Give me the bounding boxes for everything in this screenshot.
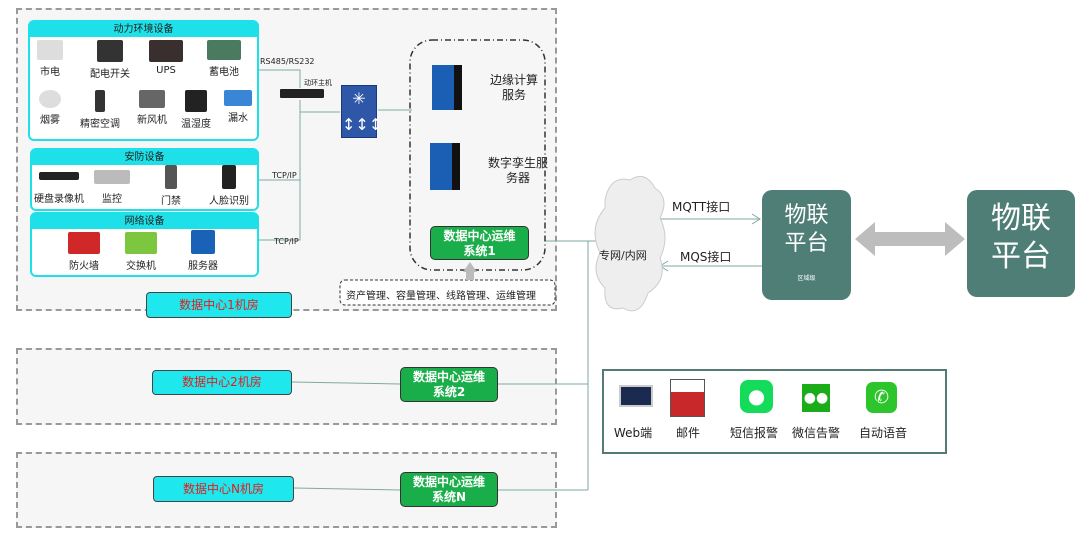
mail-icon [670,379,705,417]
camera-icon [94,170,130,184]
edge-server-icon [432,65,462,110]
ups-icon [149,40,183,62]
mgmt-functions: 资产管理、容量管理、线路管理、运维管理 [346,291,536,302]
notify-wechat: 微信告警 [791,426,840,440]
device-leak: 漏水 [208,90,268,124]
notify-mail: 邮件 [675,426,700,440]
device-fresh-air: 新风机 [122,90,182,126]
tcp-label-security: TCP/IP [272,171,297,180]
mqs-label: MQS接口 [680,250,732,264]
device-battery: 蓄电池 [194,40,254,78]
env-host-icon [280,89,324,98]
room1-label[interactable]: 数据中心1机房 [146,292,292,318]
notify-sms: 短信报警 [729,426,778,440]
core-switch-icon: ✳↕↕↕ [341,85,382,138]
ops-system-N[interactable]: 数据中心运维系统N [400,472,498,507]
device-smoke: 烟雾 [20,90,80,126]
tcp-label-network: TCP/IP [274,237,299,246]
monitor-icon [619,385,653,407]
device-mains: 市电 [20,40,80,78]
ops-system-1[interactable]: 数据中心运维系统1 [430,226,529,260]
wechat-icon: ●● [802,384,830,412]
device-ups: UPS [136,40,196,76]
thermometer-icon [185,90,207,112]
fan-unit-icon [139,90,165,108]
ac-icon [95,90,105,112]
room2-label[interactable]: 数据中心2机房 [152,370,292,395]
device-switch: 配电开关 [80,40,140,80]
rs-label: RS485/RS232 [260,57,315,66]
host-label: 动环主机 [304,79,332,87]
notify-voice: 自动语音 [858,426,907,440]
device-firewall: 防火墙 [54,232,114,272]
nvr-icon [39,172,79,180]
roomN-label[interactable]: 数据中心N机房 [153,476,294,502]
battery-icon [207,40,241,60]
cabinet-icon [97,40,123,62]
leak-sensor-icon [224,90,252,106]
power-title: 动力环境设备 [30,22,257,37]
network-title: 网络设备 [32,214,257,229]
notify-web: Web端 [613,426,653,440]
device-access: 门禁 [141,165,201,207]
face-recognition-icon [222,165,236,189]
server-icon [191,230,215,254]
switch-icon [125,232,157,254]
cloud-label: 专网/内网 [599,249,647,262]
iot-platform-regional[interactable]: 物联 平台 区域级 [762,190,851,300]
device-net-switch: 交换机 [111,232,171,272]
edge-server-label: 边缘计算服务 [490,73,539,102]
device-humidity: 温湿度 [166,90,226,130]
twin-server-icon [430,143,460,190]
twin-server-label: 数字孪生服务器 [488,156,549,185]
device-ac: 精密空调 [70,90,130,130]
smoke-detector-icon [39,90,61,108]
firewall-icon [68,232,100,254]
phone-icon: ✆ [866,382,897,413]
device-camera: 监控 [82,170,142,205]
ops-system-2[interactable]: 数据中心运维系统2 [400,367,498,402]
security-title: 安防设备 [32,150,257,165]
iot-platform-main[interactable]: 物联 平台 [967,190,1075,297]
device-face: 人脸识别 [199,165,259,207]
device-nvr: 硬盘录像机 [29,172,89,205]
door-access-icon [165,165,177,189]
sms-icon: ● [740,380,773,413]
mqtt-label: MQTT接口 [672,200,731,214]
device-server: 服务器 [173,230,233,272]
meter-icon [37,40,63,60]
